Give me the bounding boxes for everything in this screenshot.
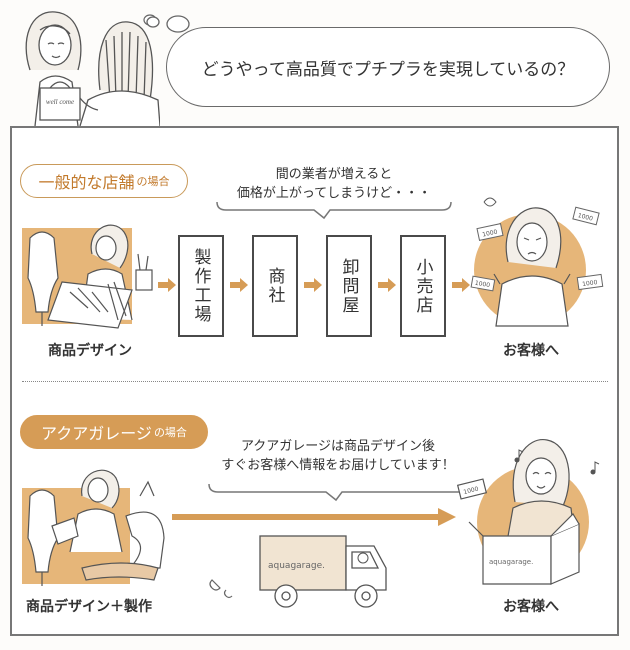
money-text-4: 1000 — [474, 280, 490, 290]
general-caption-customer: お客様へ — [503, 343, 559, 359]
designer-illustration — [22, 224, 153, 329]
stage-factory-label: 製作工場 — [190, 248, 211, 324]
aquagarage-label: アクアガレージの場合 — [20, 415, 208, 449]
box-text: aquagarage. — [489, 558, 533, 566]
general-speech-line1: 間の業者が増えると — [275, 167, 393, 182]
arrow-3 — [304, 278, 322, 292]
general-store-label: 一般的な店舗の場合 — [20, 164, 188, 198]
question-text: どうやって高品質でプチプラを実現しているの？ — [201, 59, 575, 80]
thought-dots — [146, 15, 190, 33]
direct-arrow — [172, 508, 456, 526]
money-text-1: 1000 — [482, 228, 499, 238]
stage-wholesaler-label: 卸問屋 — [338, 257, 359, 315]
happy-customer-illustration: 1000 aquagarage. — [456, 439, 600, 585]
stage-retailer-label: 小売店 — [412, 257, 433, 315]
aqua-speech-text: アクアガレージは商品デザイン後 すぐお客様へ情報をお届けしています！ — [206, 437, 470, 475]
money-text-3: 1000 — [582, 279, 598, 288]
general-label-main: 一般的な店舗 — [38, 173, 135, 192]
general-speech-text: 間の業者が増えると 価格が上がってしまうけど・・・ — [214, 165, 454, 203]
general-speech-line2: 価格が上がってしまうけど・・・ — [236, 186, 432, 201]
money-text-2: 1000 — [577, 212, 594, 223]
general-speech-bubble — [216, 201, 452, 220]
aqua-label-suffix: の場合 — [153, 426, 187, 439]
money-text-5: 1000 — [463, 485, 480, 496]
two-women-illustration: well come — [25, 11, 160, 126]
aqua-speech-line1: アクアガレージは商品デザイン後 — [240, 439, 436, 454]
general-label-suffix: の場合 — [136, 175, 170, 188]
arrow-4 — [378, 278, 396, 292]
question-speech-bubble: どうやって高品質でプチプラを実現しているの？ — [166, 27, 610, 107]
stage-factory: 製作工場 — [178, 235, 224, 337]
arrow-2 — [230, 278, 248, 292]
stage-retailer: 小売店 — [400, 235, 446, 337]
worried-customer-illustration: 1000 1000 1000 1000 — [470, 197, 604, 327]
stage-wholesaler: 卸問屋 — [326, 235, 372, 337]
truck-text: aquagarage. — [268, 561, 325, 571]
arrow-1 — [158, 278, 176, 292]
stage-trading-company-label: 商社 — [264, 267, 285, 305]
aqua-caption-customer: お客様へ — [503, 599, 559, 615]
arrow-5 — [452, 278, 470, 292]
aqua-caption-design-production: 商品デザイン＋製作 — [26, 599, 152, 615]
section-divider — [22, 381, 608, 382]
aqua-label-main: アクアガレージ — [41, 424, 152, 443]
designer-sewing-illustration — [22, 469, 165, 586]
bag-text: well come — [46, 98, 74, 106]
aqua-speech-line2: すぐお客様へ情報をお届けしています！ — [221, 458, 455, 473]
general-caption-design: 商品デザイン — [48, 343, 132, 359]
delivery-truck-illustration: aquagarage. — [209, 535, 387, 608]
stage-trading-company: 商社 — [252, 235, 298, 337]
